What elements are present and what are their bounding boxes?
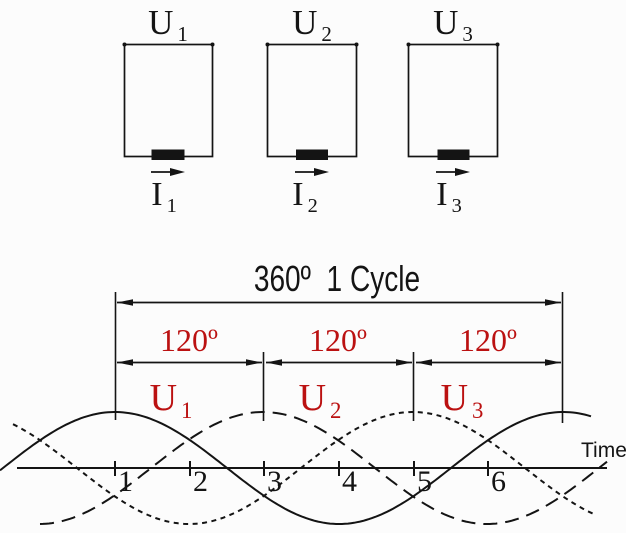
load-element-2 xyxy=(296,149,328,160)
circuit-loop-3 xyxy=(406,42,500,176)
dim-arrowhead xyxy=(246,359,262,366)
time-axis-label: Time xyxy=(581,439,626,462)
axis-ticks xyxy=(114,461,489,476)
dimension-extension-lines xyxy=(114,292,564,423)
junction-dot xyxy=(406,42,411,47)
dim-arrowhead xyxy=(117,299,133,306)
dimension-360 xyxy=(117,299,561,306)
dim-arrowhead xyxy=(117,359,133,366)
segment-120-label-3: 120º xyxy=(459,322,517,358)
dim-arrowhead xyxy=(545,359,561,366)
segment-120-label-2: 120º xyxy=(309,322,367,358)
load-element-3 xyxy=(437,149,470,160)
circuit-loop-1 xyxy=(122,42,215,176)
axis-tick-label: 3 xyxy=(267,465,282,498)
dim-arrowhead xyxy=(545,299,561,306)
axis-tick-label: 2 xyxy=(193,465,208,498)
circuit-loop-2 xyxy=(265,42,359,176)
axis-tick-label: 6 xyxy=(491,465,506,498)
dim-arrowhead xyxy=(416,359,432,366)
junction-dot xyxy=(210,42,215,47)
load-element-1 xyxy=(151,149,185,160)
waveforms xyxy=(0,411,608,525)
wave-u3 xyxy=(12,411,596,525)
current-arrowhead-2 xyxy=(314,168,329,176)
junction-dot xyxy=(495,42,500,47)
junction-dot xyxy=(122,42,127,47)
current-arrowhead-1 xyxy=(170,168,185,176)
junction-dot xyxy=(265,42,270,47)
dimension-120 xyxy=(117,359,561,366)
segment-120-label-1: 120º xyxy=(160,322,218,358)
dim-arrowhead xyxy=(266,359,282,366)
axis-tick-label: 5 xyxy=(417,465,432,498)
cycle-dimension-label: 360º 1 Cycle xyxy=(253,258,421,299)
wave-u2 xyxy=(39,411,608,525)
current-arrowhead-3 xyxy=(455,168,470,176)
wave-u1 xyxy=(0,411,592,525)
junction-dot xyxy=(354,42,359,47)
axis-tick-label: 4 xyxy=(342,465,357,498)
dim-arrowhead xyxy=(396,359,412,366)
axis-tick-label: 1 xyxy=(118,465,133,498)
